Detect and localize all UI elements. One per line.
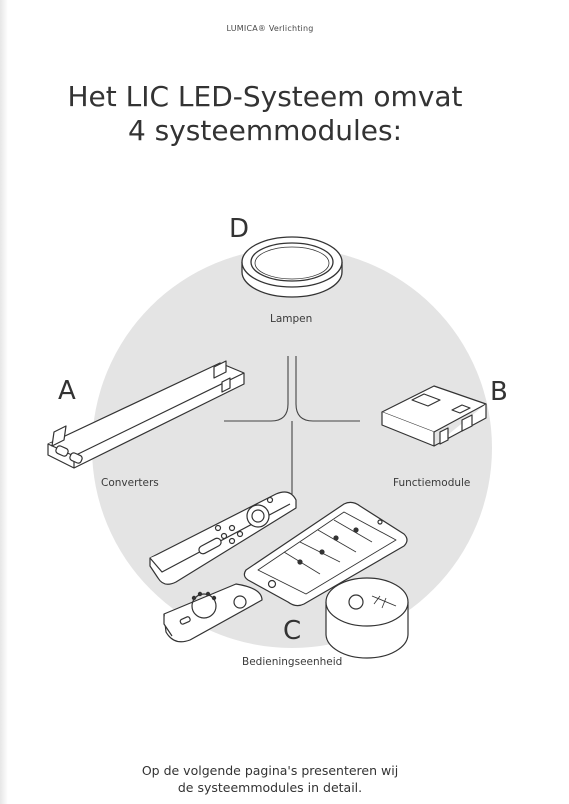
label-lampen: Lampen [270,313,313,325]
small-remote-illustration [163,583,263,643]
module-letter-a: A [58,376,76,406]
remote-control-illustration [149,491,297,585]
page-edge-shadow [0,0,8,804]
label-converters: Converters [101,477,159,489]
smartphone-illustration [243,501,408,607]
label-bedieningseenheid: Bedieningseenheid [242,656,343,668]
label-functiemodule: Functiemodule [393,477,471,489]
footer-text: Op de volgende pagina's presenteren wij … [0,762,540,796]
title-line-2: 4 systeemmodules: [127,114,403,147]
title-line-1: Het LIC LED-Systeem omvat [67,80,463,113]
footer-line-2: de systeemmodules in detail. [177,780,363,795]
connector-lines [224,356,360,494]
round-dimmer-illustration [325,577,409,659]
module-letter-d: D [229,214,250,244]
module-letter-b: B [490,377,508,407]
module-letter-c: C [283,616,302,646]
page-title: Het LIC LED-Systeem omvat 4 systeemmodul… [60,80,470,148]
lamp-illustration [241,236,343,298]
function-module-illustration [381,385,487,447]
converter-illustration [47,360,245,469]
footer-line-1: Op de volgende pagina's presenteren wij [141,763,399,778]
brand-header: LUMICA® Verlichting [226,24,314,33]
